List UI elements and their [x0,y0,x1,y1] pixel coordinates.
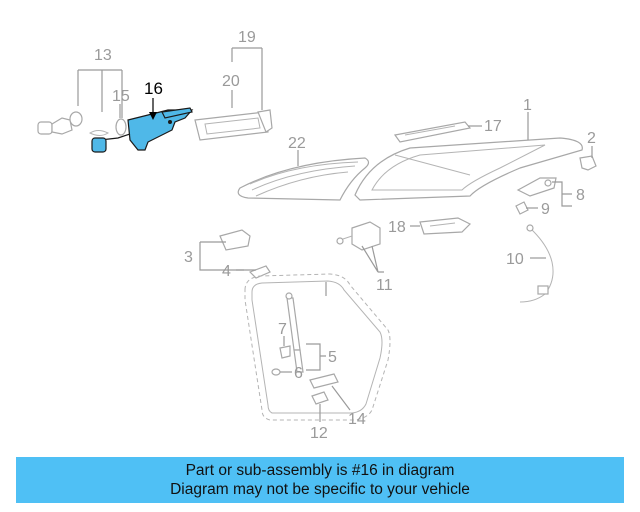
parts-diagram: 13 15 16 19 20 22 17 1 2 8 9 10 18 11 3 … [37,29,597,442]
callout-17: 17 [484,118,502,135]
part-10-cable [519,224,554,303]
part-6-washer [271,368,281,376]
part-7-stud [279,345,291,359]
part-22-panel [237,157,370,201]
part-11-actuator [336,221,381,251]
part-17-trim-strip [393,121,472,143]
info-banner: Part or sub-assembly is #16 in diagram D… [16,457,624,503]
callout-6: 6 [294,365,303,382]
part-2-hinge [579,155,597,171]
callout-1: 1 [523,97,532,114]
callout-8: 8 [576,187,585,204]
part-4-clip [248,265,271,279]
part-15-bulb [115,118,127,136]
callout-4: 4 [222,263,231,280]
part-3-bracket [219,229,251,251]
part-9-bolt [515,201,529,215]
callout-14: 13 [94,47,112,64]
callout-3: 3 [184,249,193,266]
banner-line-disclaimer: Diagram may not be specific to your vehi… [170,481,470,498]
part-16-highlighted[interactable] [91,107,194,153]
callout-12: 12 [310,425,328,442]
callout-19: 19 [238,29,256,46]
callout-16[interactable]: 16 [144,79,163,98]
callout-15: 15 [112,88,130,105]
part-20-lamp [194,109,273,141]
part-18-latch [419,217,472,235]
part-1-liftgate-glass [354,137,583,201]
part-12-bumper [311,391,329,405]
callout-labels: 13 15 16 19 20 22 17 1 2 8 9 10 18 11 3 … [94,29,596,442]
callout-5: 5 [328,349,337,366]
callout-10: 10 [506,251,524,268]
banner-line-part: Part or sub-assembly is #16 in diagram [185,462,455,479]
part-14-socket [37,111,110,136]
callout-20: 20 [222,73,240,90]
callout-13: 14 [348,411,366,428]
leader-lines [77,47,593,422]
liftgate-opening-weatherstrip [244,273,391,421]
callout-2: 2 [587,130,596,147]
callout-11: 11 [376,277,393,294]
part-13-switch [309,373,339,389]
callout-9: 9 [541,201,550,218]
callout-18: 18 [388,219,406,236]
callout-22: 22 [288,135,306,152]
callout-7: 7 [278,321,287,338]
part-8-hinge [516,177,557,197]
part-5-strut [285,292,304,373]
